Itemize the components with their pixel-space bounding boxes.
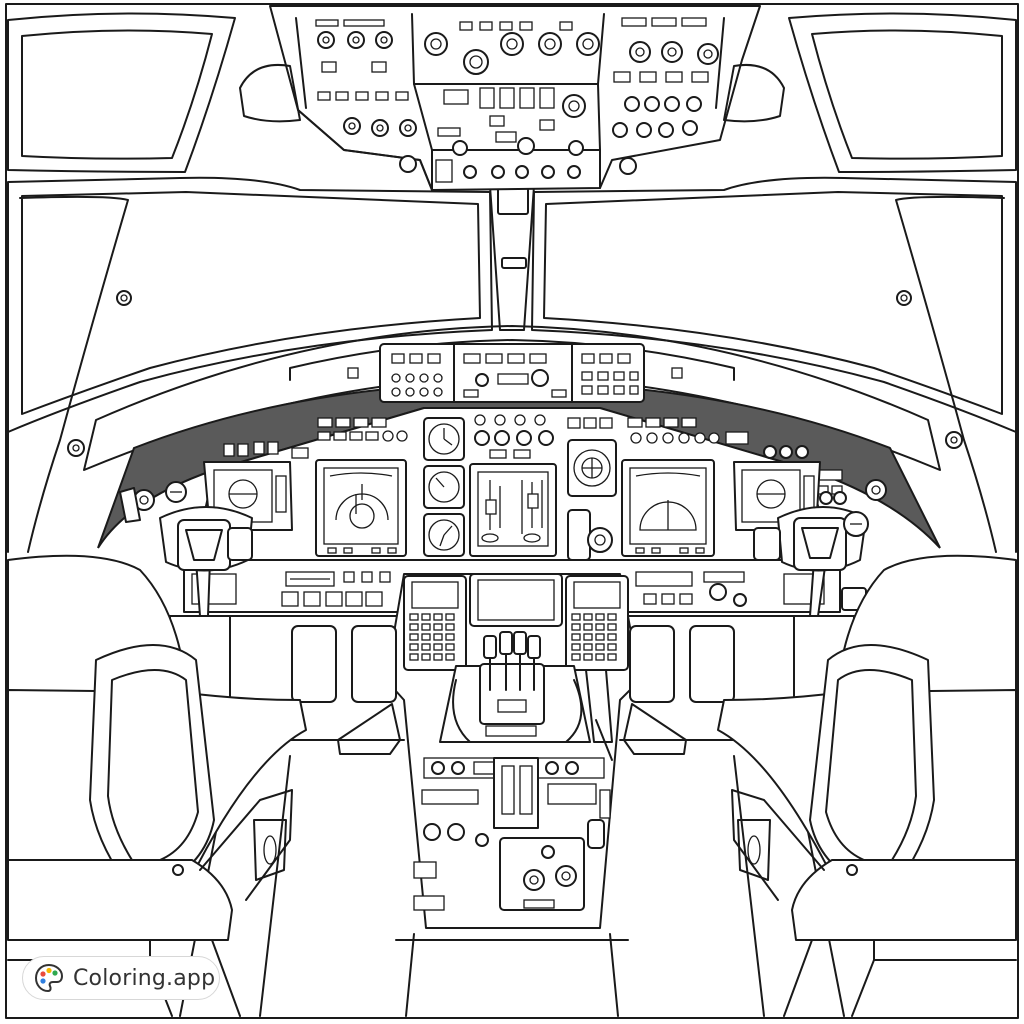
fo-pfd-display xyxy=(621,459,715,557)
brand-name: Coloring.app xyxy=(73,965,216,991)
panel-switches-right xyxy=(627,417,843,495)
autopilot-mode-panel xyxy=(379,343,645,403)
center-mfd-display xyxy=(469,573,563,627)
right-side-window xyxy=(788,12,1017,173)
standby-gauges xyxy=(423,417,617,561)
picture-frame xyxy=(5,3,1019,1019)
fo-cdu-keypad xyxy=(565,575,629,671)
palette-icon xyxy=(34,963,64,993)
fo-seat xyxy=(717,554,1017,1017)
left-side-window xyxy=(7,12,236,173)
coloring-app-badge[interactable]: Coloring.app xyxy=(22,956,220,1000)
glareshield-shade-strip xyxy=(97,380,941,549)
overhead-panel xyxy=(239,5,785,191)
fo-yoke xyxy=(753,479,887,617)
captain-seat xyxy=(7,554,307,1017)
glareshield xyxy=(83,325,941,471)
throttle-quadrant xyxy=(439,631,613,761)
right-windshield xyxy=(531,176,1017,553)
lower-panel-strip xyxy=(191,571,867,611)
panel-switches-center xyxy=(474,414,613,459)
palette-dot xyxy=(52,970,58,976)
center-engine-display xyxy=(469,463,557,557)
pedestal-controls xyxy=(413,757,611,911)
window-latches xyxy=(67,290,963,457)
captain-cdu-keypad xyxy=(403,575,467,671)
center-window-post xyxy=(489,185,535,331)
palette-dot xyxy=(40,971,46,977)
captain-yoke xyxy=(119,481,253,617)
captain-pfd-display xyxy=(315,459,407,557)
palette-dot xyxy=(40,978,46,984)
palette-dot xyxy=(46,967,52,974)
panel-switches-left xyxy=(223,417,408,459)
left-windshield xyxy=(7,176,493,553)
